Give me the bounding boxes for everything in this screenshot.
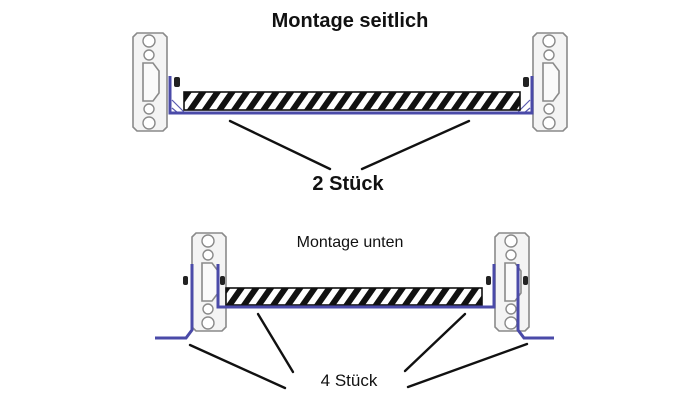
right-bottom-screw-icon-2 bbox=[523, 276, 528, 285]
top-count-label: 2 Stück bbox=[312, 173, 384, 195]
right-bottom-angle bbox=[516, 264, 554, 340]
top-diagram: Montage seitlich 2 Stück bbox=[132, 10, 568, 195]
top-drawer-board bbox=[183, 91, 521, 111]
bottom-drawer-board bbox=[225, 287, 483, 306]
bottom-leader-4 bbox=[406, 342, 529, 389]
bottom-leader-3 bbox=[403, 312, 467, 373]
bottom-leader-2 bbox=[256, 312, 295, 374]
top-leader-right bbox=[360, 119, 471, 171]
left-bracket-weld bbox=[171, 99, 185, 114]
left-bottom-angle bbox=[155, 264, 194, 340]
right-bottom-screw-icon-1 bbox=[486, 276, 491, 285]
bottom-count-label: 4 Stück bbox=[321, 371, 378, 390]
bottom-leader-1 bbox=[188, 343, 287, 390]
left-bottom-screw-icon-2 bbox=[220, 276, 225, 285]
right-screw-icon bbox=[523, 77, 529, 87]
left-drawer-slide-rail bbox=[132, 32, 168, 132]
bottom-title: Montage unten bbox=[297, 234, 404, 251]
top-leader-left bbox=[228, 119, 332, 171]
left-bottom-screw-icon-1 bbox=[183, 276, 188, 285]
right-drawer-slide-rail bbox=[532, 32, 568, 132]
top-title: Montage seitlich bbox=[272, 10, 429, 32]
bottom-diagram: Montage unten 4 Stück bbox=[155, 232, 554, 390]
left-screw-icon bbox=[174, 77, 180, 87]
